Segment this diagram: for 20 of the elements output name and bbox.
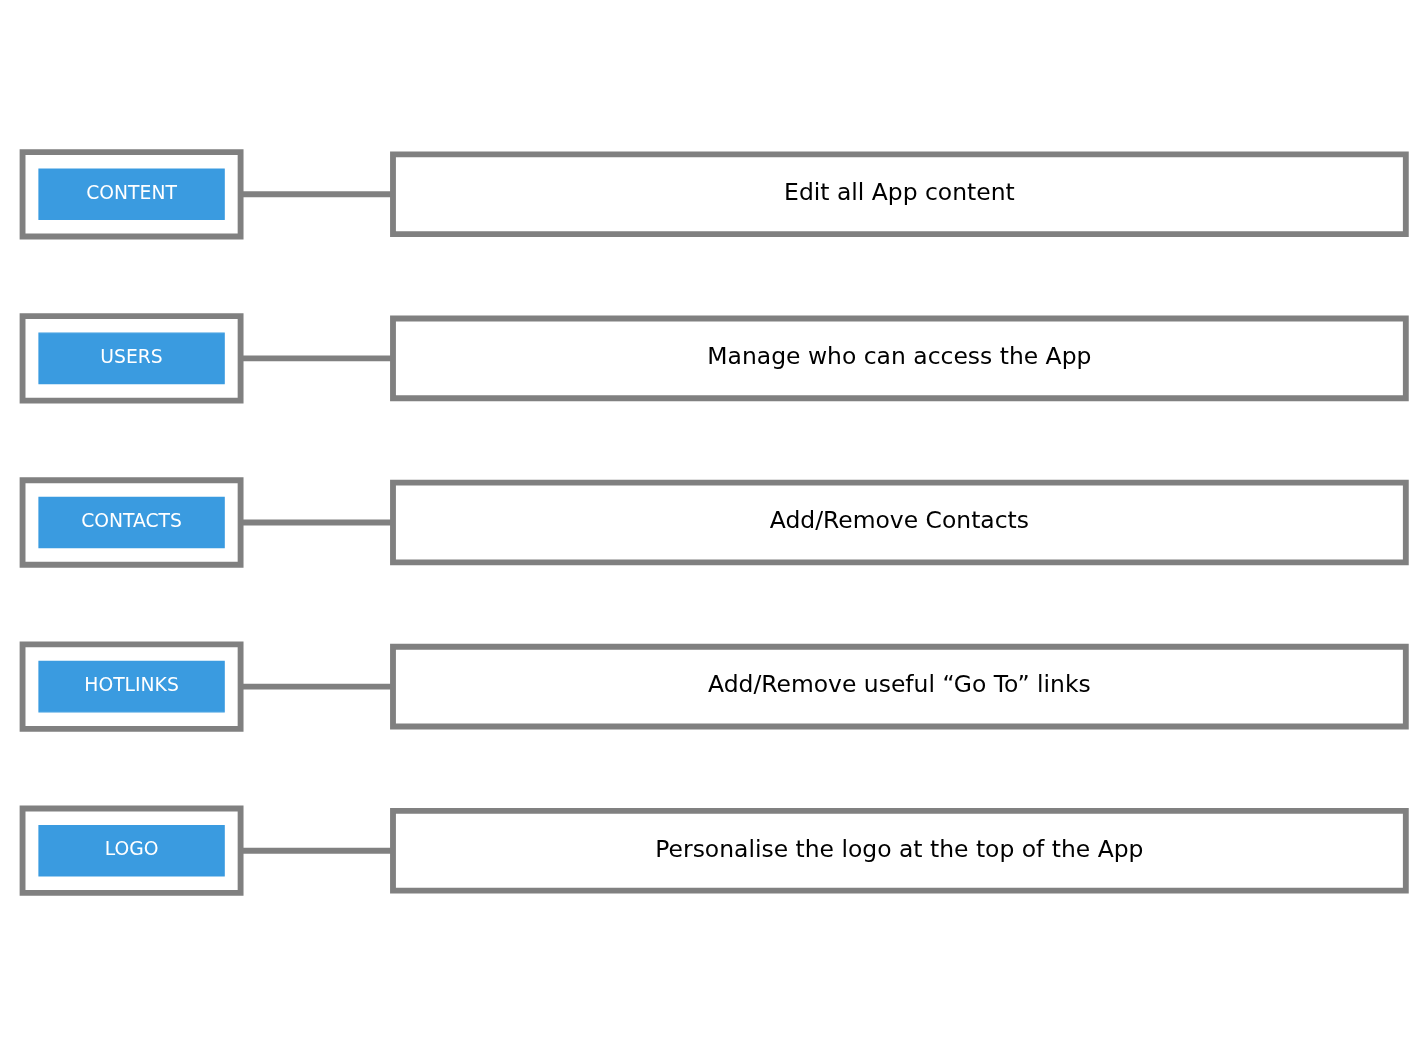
connector <box>240 355 393 362</box>
node-box: USERS <box>38 332 225 385</box>
node-box: Add/Remove useful “Go To” links <box>390 643 1409 730</box>
connector <box>240 683 393 690</box>
cluster <box>19 477 244 568</box>
node-box: CONTACTS <box>38 496 225 549</box>
node-box: CONTENT <box>38 168 225 221</box>
connector <box>240 191 393 198</box>
node-box: LOGO <box>38 824 225 877</box>
cluster <box>19 641 244 732</box>
connector <box>240 519 393 526</box>
cluster <box>19 313 244 404</box>
node-box: Manage who can access the App <box>390 315 1409 402</box>
node-box: Personalise the logo at the top of the App <box>390 807 1409 894</box>
node-box: Add/Remove Contacts <box>390 479 1409 566</box>
connector <box>240 847 393 854</box>
node-box: HOTLINKS <box>38 660 225 713</box>
cluster <box>19 805 244 896</box>
cluster <box>19 149 244 240</box>
node-box: Edit all App content <box>390 151 1409 238</box>
